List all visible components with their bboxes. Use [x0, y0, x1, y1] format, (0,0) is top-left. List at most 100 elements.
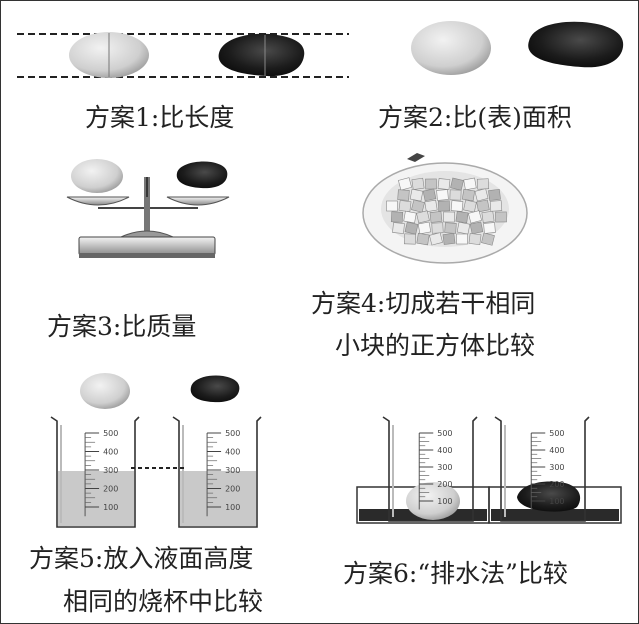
- plan1-illustration: [17, 32, 349, 78]
- potato-cube: [489, 200, 503, 212]
- plan6-illustration: [356, 416, 622, 524]
- water: [180, 471, 256, 526]
- potato-cube: [392, 222, 405, 234]
- potato-cube: [424, 199, 438, 213]
- scale-base: [78, 236, 216, 256]
- tick-label: 100: [225, 503, 240, 512]
- potato-cube: [417, 221, 432, 235]
- potato-cube: [438, 200, 450, 212]
- potato-dark: [517, 481, 581, 512]
- potato-cube: [443, 211, 455, 223]
- potato-dark: [176, 161, 228, 189]
- pillar-foot: [120, 230, 174, 238]
- beaker-left: [356, 416, 490, 524]
- potato-cube: [456, 221, 471, 235]
- potato-cube: [422, 188, 437, 202]
- scale-base-shadow: [79, 253, 215, 258]
- potato-cube: [437, 178, 451, 190]
- potato-cube: [398, 177, 412, 191]
- beaker-glass: [494, 416, 590, 522]
- tick-label: 200: [103, 485, 118, 494]
- tick-label: 400: [549, 446, 564, 455]
- potato-cube: [404, 221, 419, 235]
- potato-cube: [390, 211, 404, 223]
- potato-cube: [409, 188, 424, 202]
- potato-cube: [468, 233, 482, 246]
- tick-label: 500: [437, 429, 452, 438]
- potato-cubes: [386, 177, 507, 246]
- potato-cube: [455, 211, 469, 224]
- tick-label: 200: [437, 480, 452, 489]
- tick-label: 300: [103, 466, 118, 475]
- potato-cube: [398, 200, 412, 213]
- potato-cube: [481, 232, 495, 246]
- plan1-caption: 方案1:比长度: [85, 103, 235, 132]
- tick-label: 300: [549, 463, 564, 472]
- tank-water: [491, 509, 619, 521]
- potato-cube: [436, 189, 449, 201]
- potato-cube: [450, 177, 464, 191]
- potato-light: [71, 159, 123, 193]
- potato-cube: [397, 189, 410, 201]
- beaker-glass: [382, 416, 478, 522]
- potato-cube: [495, 211, 507, 223]
- plan2-caption: 方案2:比(表)面积: [378, 103, 572, 132]
- potato-cube: [469, 221, 484, 235]
- tick-label: 200: [225, 485, 240, 494]
- plan5-caption-line2: 相同的烧杯中比较: [63, 587, 264, 616]
- tick-label: 100: [437, 497, 452, 506]
- potato-cube: [483, 222, 496, 234]
- water: [58, 471, 134, 526]
- tick-label: 300: [437, 463, 452, 472]
- potato-cube: [468, 210, 482, 224]
- tick-label: 100: [103, 503, 118, 512]
- potato-cube: [416, 210, 430, 224]
- potato-cube: [476, 199, 490, 213]
- left-pan: [66, 196, 130, 206]
- pillar: [144, 177, 150, 241]
- potato-dark: [218, 33, 305, 77]
- tick-label: 400: [103, 448, 118, 457]
- knife-fragment: [407, 153, 425, 162]
- tick-label: 300: [225, 466, 240, 475]
- plan2-illustration: [411, 21, 624, 75]
- plan5-illustration: [50, 373, 262, 528]
- plan5-caption-line1: 方案5:放入液面高度: [29, 544, 254, 573]
- beaker-glass: [50, 416, 140, 528]
- plan6-caption: 方案6:“排水法”比较: [343, 559, 568, 588]
- tick-label: 400: [437, 446, 452, 455]
- potato-cube: [449, 189, 462, 201]
- potato-cube: [411, 199, 425, 213]
- potato-cube: [488, 188, 501, 201]
- potato-cube: [429, 211, 443, 223]
- potato-cube: [474, 188, 489, 202]
- beaker-tick-labels: 5004003002001005004003002001005004003002…: [103, 429, 564, 512]
- potato-cube: [481, 210, 495, 223]
- potato-cube: [463, 177, 477, 191]
- potato-cube: [416, 232, 430, 246]
- right-pan: [166, 196, 230, 206]
- plan4-caption-line2: 小块的正方体比较: [335, 331, 536, 360]
- beaker-glass: [172, 416, 262, 528]
- beaker-right: [488, 416, 622, 524]
- tick-label: 400: [225, 448, 240, 457]
- tick-label: 100: [549, 497, 564, 506]
- plan4-cubes-plate: [362, 153, 528, 264]
- potato-cube: [463, 199, 477, 213]
- potato-cube: [429, 232, 443, 246]
- beaker-right: [172, 416, 262, 528]
- potato-cube: [411, 177, 425, 190]
- potato-cube: [425, 178, 437, 190]
- tick-label: 200: [549, 480, 564, 489]
- plan4-caption-line1: 方案4:切成若干相同: [311, 289, 536, 318]
- potato-cube: [444, 222, 457, 234]
- potato-cube: [431, 222, 444, 234]
- potato-cube: [403, 210, 417, 224]
- potato-cube: [456, 233, 468, 245]
- potato-dark: [190, 375, 240, 403]
- potato-cube: [476, 178, 490, 190]
- potato-cube: [442, 232, 456, 245]
- tick-label: 500: [103, 429, 118, 438]
